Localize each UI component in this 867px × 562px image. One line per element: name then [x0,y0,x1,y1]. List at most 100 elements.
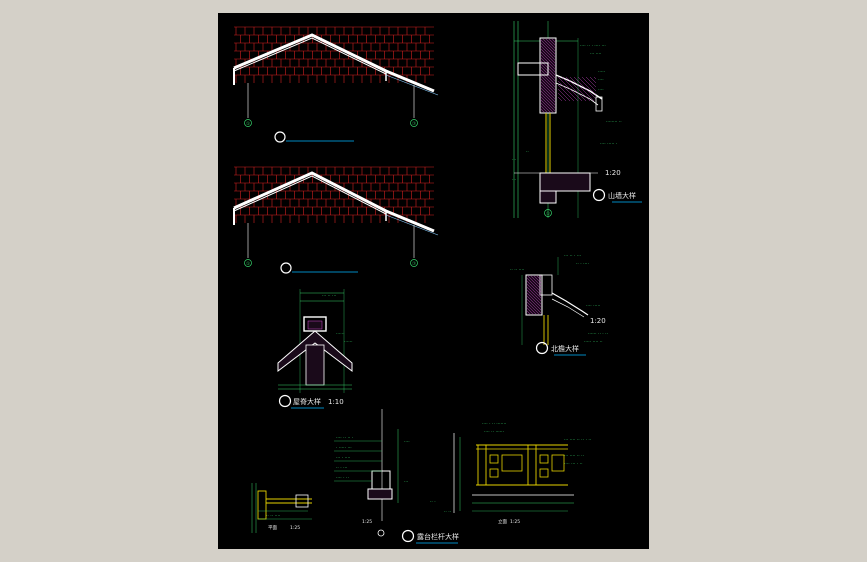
svg-text:··· ·· · ···: ··· ·· · ··· [564,254,581,259]
svg-text:····: ···· [598,88,604,93]
roof-elevation-2: ① ⑦ [233,166,439,274]
drawing-stroke [527,275,542,290]
svg-text:···: ··· [404,480,408,485]
drawing-stroke [540,84,556,100]
drawing-stroke [540,90,556,106]
svg-text:·· ·: ·· · [430,500,436,505]
svg-text:··· ···· ·· ··: ··· ···· ·· ·· [564,454,584,459]
drawing-stroke [540,51,556,67]
drawing-stroke [557,76,583,102]
svg-text:·· ··: ·· ·· [444,510,451,515]
balustrade-section: ···· ·· ·· · · ····· ··· ··· · ···· ·· ·… [334,409,410,537]
elevation-scale: 1:25 [510,519,520,525]
eave-detail-title: 北檐大样 [551,344,579,353]
drawing-stroke [540,93,556,109]
drawing-stroke [561,76,587,102]
cad-drawing-sheet: ① ⑦ ① ⑦ [218,13,649,549]
balustrade-detail-title: 露台栏杆大样 [417,532,459,541]
eave-detail: ·· ·· ···· ··· ·· · ··· ·· · ···· ···· ·… [510,254,608,356]
svg-text:···· ·· ·· ·: ···· ·· ·· · [336,436,353,441]
detail-callout-marker [274,131,286,143]
drawing-stroke [540,108,545,113]
drawing-stroke [557,92,567,102]
drawing-stroke [540,102,551,113]
drawing-stroke [540,78,556,94]
drawing-stroke [569,76,595,102]
drawing-stroke [565,76,591,102]
drawing-stroke [585,76,597,88]
drawing-stroke [589,76,597,84]
drawing-stroke [536,275,542,281]
ridge-detail: ··· ·· ··· ······ ······ 屋脊大样 1:10 [277,289,353,409]
drawing-stroke [526,295,542,311]
axis-label-right: ⑦ [412,121,416,127]
drawing-stroke [548,38,556,46]
svg-text:···· · ··: ···· · ·· [336,476,349,481]
drawing-stroke [540,81,556,97]
svg-text:·· ·· ····: ·· ·· ···· [266,514,280,519]
gable-axis-label: ① [546,211,550,217]
svg-text:····: ···· [598,78,604,83]
svg-text:·····: ····· [598,70,605,75]
drawing-stroke [557,84,575,102]
drawing-stroke [593,76,597,80]
svg-text:···· · ·· ·······: ···· · ·· ······· [482,422,506,427]
drawing-stroke [526,289,542,305]
svg-text:··· · ····: ··· · ···· [336,456,350,461]
drawing-stroke [526,286,542,302]
axis-label-left: ① [246,121,250,127]
elevation-label: 立面 [498,518,507,525]
drawing-stroke [557,96,563,102]
drawing-stroke [573,76,597,100]
ridge-detail-title: 屋脊大样 [293,397,321,406]
section-scale: 1:25 [362,519,372,525]
drawing-stroke [526,292,542,308]
svg-text:····: ···· [404,440,410,445]
roof-elevation-1: ① ⑦ [233,26,439,143]
drawing-stroke [540,96,556,112]
drawing-stroke [526,277,542,293]
svg-text:··: ·· [526,150,529,155]
drawing-stroke [540,99,554,113]
balustrade-elevation: ···· · ·· ······· ···· ·· ······ ··· ···… [401,422,591,544]
drawing-stroke [540,105,548,113]
drawing-stroke [526,283,542,299]
drawing-stroke [577,76,597,96]
drawing-stroke [540,54,556,70]
gable-wall-section: ···· ·· · ···· ··· ··· ···· ····· ···· ·… [512,21,642,218]
svg-text:··· ···· ·· ·· · ··: ··· ···· ·· ·· · ·· [564,438,591,443]
drawing-stroke [539,275,542,278]
drawing-stroke [557,80,579,102]
plan-label: 平面 [268,525,277,531]
drawing-stroke [545,38,556,49]
svg-text:···· ·· · ···· ···: ···· ·· · ···· ··· [580,44,606,49]
drawing-stroke [526,307,534,315]
drawing-stroke [526,310,531,315]
svg-text:···· ·····: ···· ····· [586,304,600,309]
svg-text:···· ·· ······: ···· ·· ······ [484,430,504,435]
svg-text:··· ·· ···: ··· ·· ··· [322,294,336,299]
drawing-stroke [581,76,597,92]
svg-text:·· ·· ····: ·· ·· ···· [510,268,524,273]
drawing-stroke [526,298,542,314]
axis-label-left-2: ① [246,261,250,267]
gable-detail-title: 山墙大样 [608,191,636,200]
drawing-stroke [526,280,542,296]
drawing-stroke [540,48,556,64]
svg-text:······ ·· · ··: ······ ·· · ·· [588,332,608,337]
drawing-stroke [540,45,556,61]
plan-scale: 1:25 [290,525,300,531]
gable-detail-scale: 1:20 [605,169,621,177]
drawing-stroke [557,88,571,102]
svg-text:···· ··· · ··: ···· ··· · ·· [564,462,583,467]
drawing-stroke [540,42,556,58]
svg-text:·· · ····: ·· · ···· [576,262,589,267]
svg-text:·· · ···: ·· · ··· [336,466,347,471]
svg-text:···· ····· ·: ···· ····· · [600,142,617,147]
detail-callout-marker-2 [280,262,292,274]
drawing-stroke [540,69,556,85]
drawing-stroke [526,301,540,315]
svg-text:····· ···· ··: ····· ···· ·· [584,340,603,345]
svg-text:······: ······ [336,332,345,337]
balustrade-plan: ·· ·· ···· 平面 1:25 [251,483,312,533]
